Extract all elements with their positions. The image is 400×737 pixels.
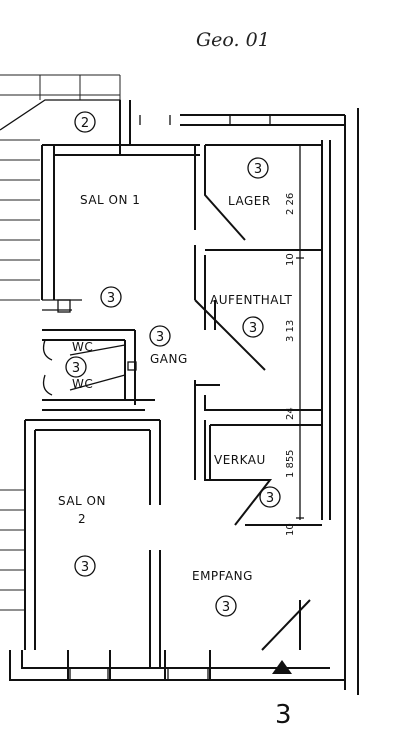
dimension-gap-upper: 10: [285, 253, 296, 266]
svg-text:3: 3: [222, 600, 230, 615]
svg-text:3: 3: [249, 321, 257, 336]
svg-text:3: 3: [107, 291, 115, 306]
dimension-gap-middle: 24: [285, 407, 296, 420]
circled-number-salon1: 3: [100, 286, 122, 308]
dimension-verkauf-extra: 5: [285, 450, 296, 456]
dimension-lager-height: 2 26: [285, 193, 296, 215]
room-label-verkauf: VERKAU: [214, 453, 266, 467]
circled-number-stair: 2: [74, 111, 96, 133]
svg-text:3: 3: [266, 491, 274, 506]
room-label-wc-upper: WC: [72, 340, 93, 354]
room-label-salon2-number: 2: [78, 512, 86, 526]
room-label-salon2: SAL ON: [58, 494, 106, 508]
svg-text:3: 3: [72, 361, 80, 376]
sheet-label: Geo. 01: [196, 29, 270, 51]
circled-number-verkauf: 3: [259, 486, 281, 508]
room-label-gang: GANG: [150, 352, 188, 366]
circled-number-wc: 3: [65, 356, 87, 378]
svg-text:3: 3: [254, 162, 262, 177]
outer-walls: [9, 100, 359, 695]
svg-text:3: 3: [156, 330, 164, 345]
room-label-salon1: SAL ON 1: [80, 193, 140, 207]
svg-text:3: 3: [81, 560, 89, 575]
dimension-line: [296, 144, 304, 520]
svg-text:2: 2: [81, 116, 89, 131]
inner-walls: [42, 144, 322, 651]
circled-number-empfang: 3: [215, 595, 237, 617]
room-label-lager: LAGER: [228, 194, 271, 208]
windows: [69, 115, 271, 680]
room-label-aufenthalt: AUFENTHALT: [210, 293, 293, 307]
dimension-verkauf-height: 1 85: [285, 456, 296, 478]
entrance-triangle-icon: [272, 660, 292, 674]
dimension-gap-lower: 10: [285, 523, 296, 536]
plan-number: 3: [275, 700, 292, 730]
circled-number-gang: 3: [149, 325, 171, 347]
circled-number-aufenthalt: 3: [242, 316, 264, 338]
dimension-aufenthalt-height: 3 13: [285, 320, 296, 342]
room-label-empfang: EMPFANG: [192, 569, 253, 583]
circled-number-salon2: 3: [74, 555, 96, 577]
circled-number-lager: 3: [247, 157, 269, 179]
room-label-wc-lower: WC: [72, 377, 93, 391]
